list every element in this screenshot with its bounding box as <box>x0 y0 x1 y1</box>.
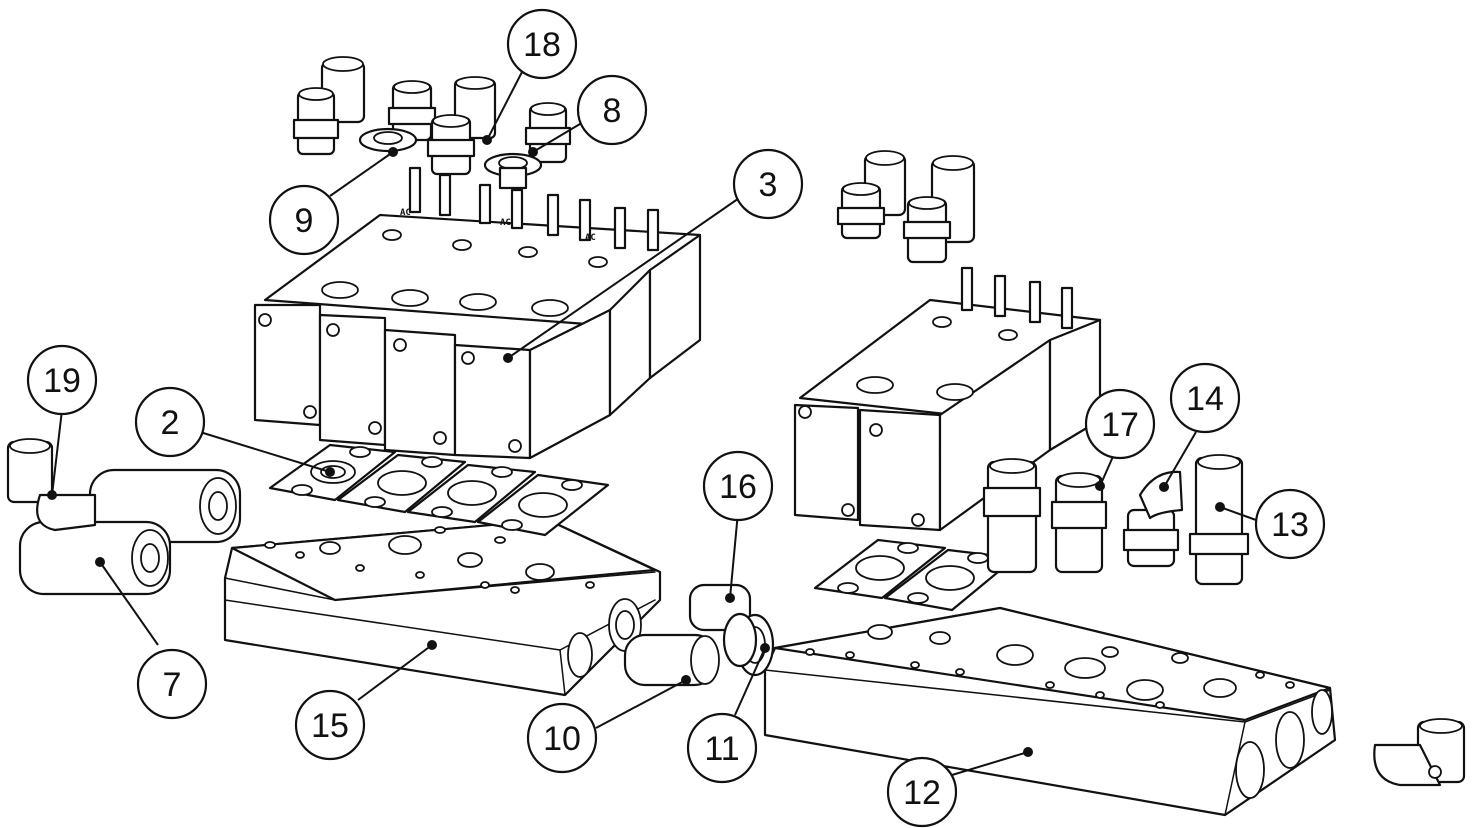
callout-label: 11 <box>704 730 739 768</box>
gasket-plates-right <box>813 538 1017 612</box>
valve-marking: AC <box>400 208 411 218</box>
callout-label: 3 <box>759 166 778 204</box>
callout-8: 8 <box>576 74 648 146</box>
callout-label: 10 <box>543 720 581 758</box>
callout-label: 15 <box>311 707 349 745</box>
callout-15: 15 <box>294 689 366 761</box>
callout-label: 2 <box>161 404 180 442</box>
callout-label: 14 <box>1186 380 1224 418</box>
callout-11: 11 <box>686 712 758 784</box>
fittings-top-right <box>836 150 976 264</box>
callout-label: 16 <box>719 468 757 506</box>
fittings-center <box>623 583 775 687</box>
gasket-plates-left <box>268 443 610 537</box>
leader-dots <box>47 135 1225 757</box>
manifold-right <box>763 606 1337 817</box>
callout-18: 18 <box>506 8 578 80</box>
callout-10: 10 <box>526 702 598 774</box>
valve-bank-left: AC AC AC <box>253 166 702 460</box>
callout-3: 3 <box>732 148 804 220</box>
leader-lines <box>51 71 1257 776</box>
callout-14: 14 <box>1169 362 1241 434</box>
manifold-left <box>223 518 662 697</box>
callout-label: 19 <box>43 362 81 400</box>
callout-16: 16 <box>702 450 774 522</box>
callout-19: 19 <box>26 344 98 416</box>
fittings-right-side <box>982 454 1250 586</box>
valve-marking: AC <box>585 233 596 243</box>
callout-label: 7 <box>163 666 182 704</box>
fittings-top-left <box>292 56 572 190</box>
callout-label: 17 <box>1101 406 1139 444</box>
callout-label: 9 <box>295 202 314 240</box>
callout-label: 8 <box>603 92 622 130</box>
silencers-left <box>6 438 242 596</box>
callout-2: 2 <box>134 386 206 458</box>
callout-12: 12 <box>886 756 958 828</box>
callout-7: 7 <box>136 648 208 720</box>
callout-17: 17 <box>1084 388 1156 460</box>
elbow-fitting-far-right <box>1373 718 1466 787</box>
callout-9: 9 <box>268 184 340 256</box>
callout-label: 18 <box>523 26 561 64</box>
callout-13: 13 <box>1254 488 1326 560</box>
valve-marking: AC <box>500 218 511 228</box>
callout-label: 12 <box>903 774 941 812</box>
callout-label: 13 <box>1271 506 1309 544</box>
valve-bank-right <box>793 266 1102 532</box>
